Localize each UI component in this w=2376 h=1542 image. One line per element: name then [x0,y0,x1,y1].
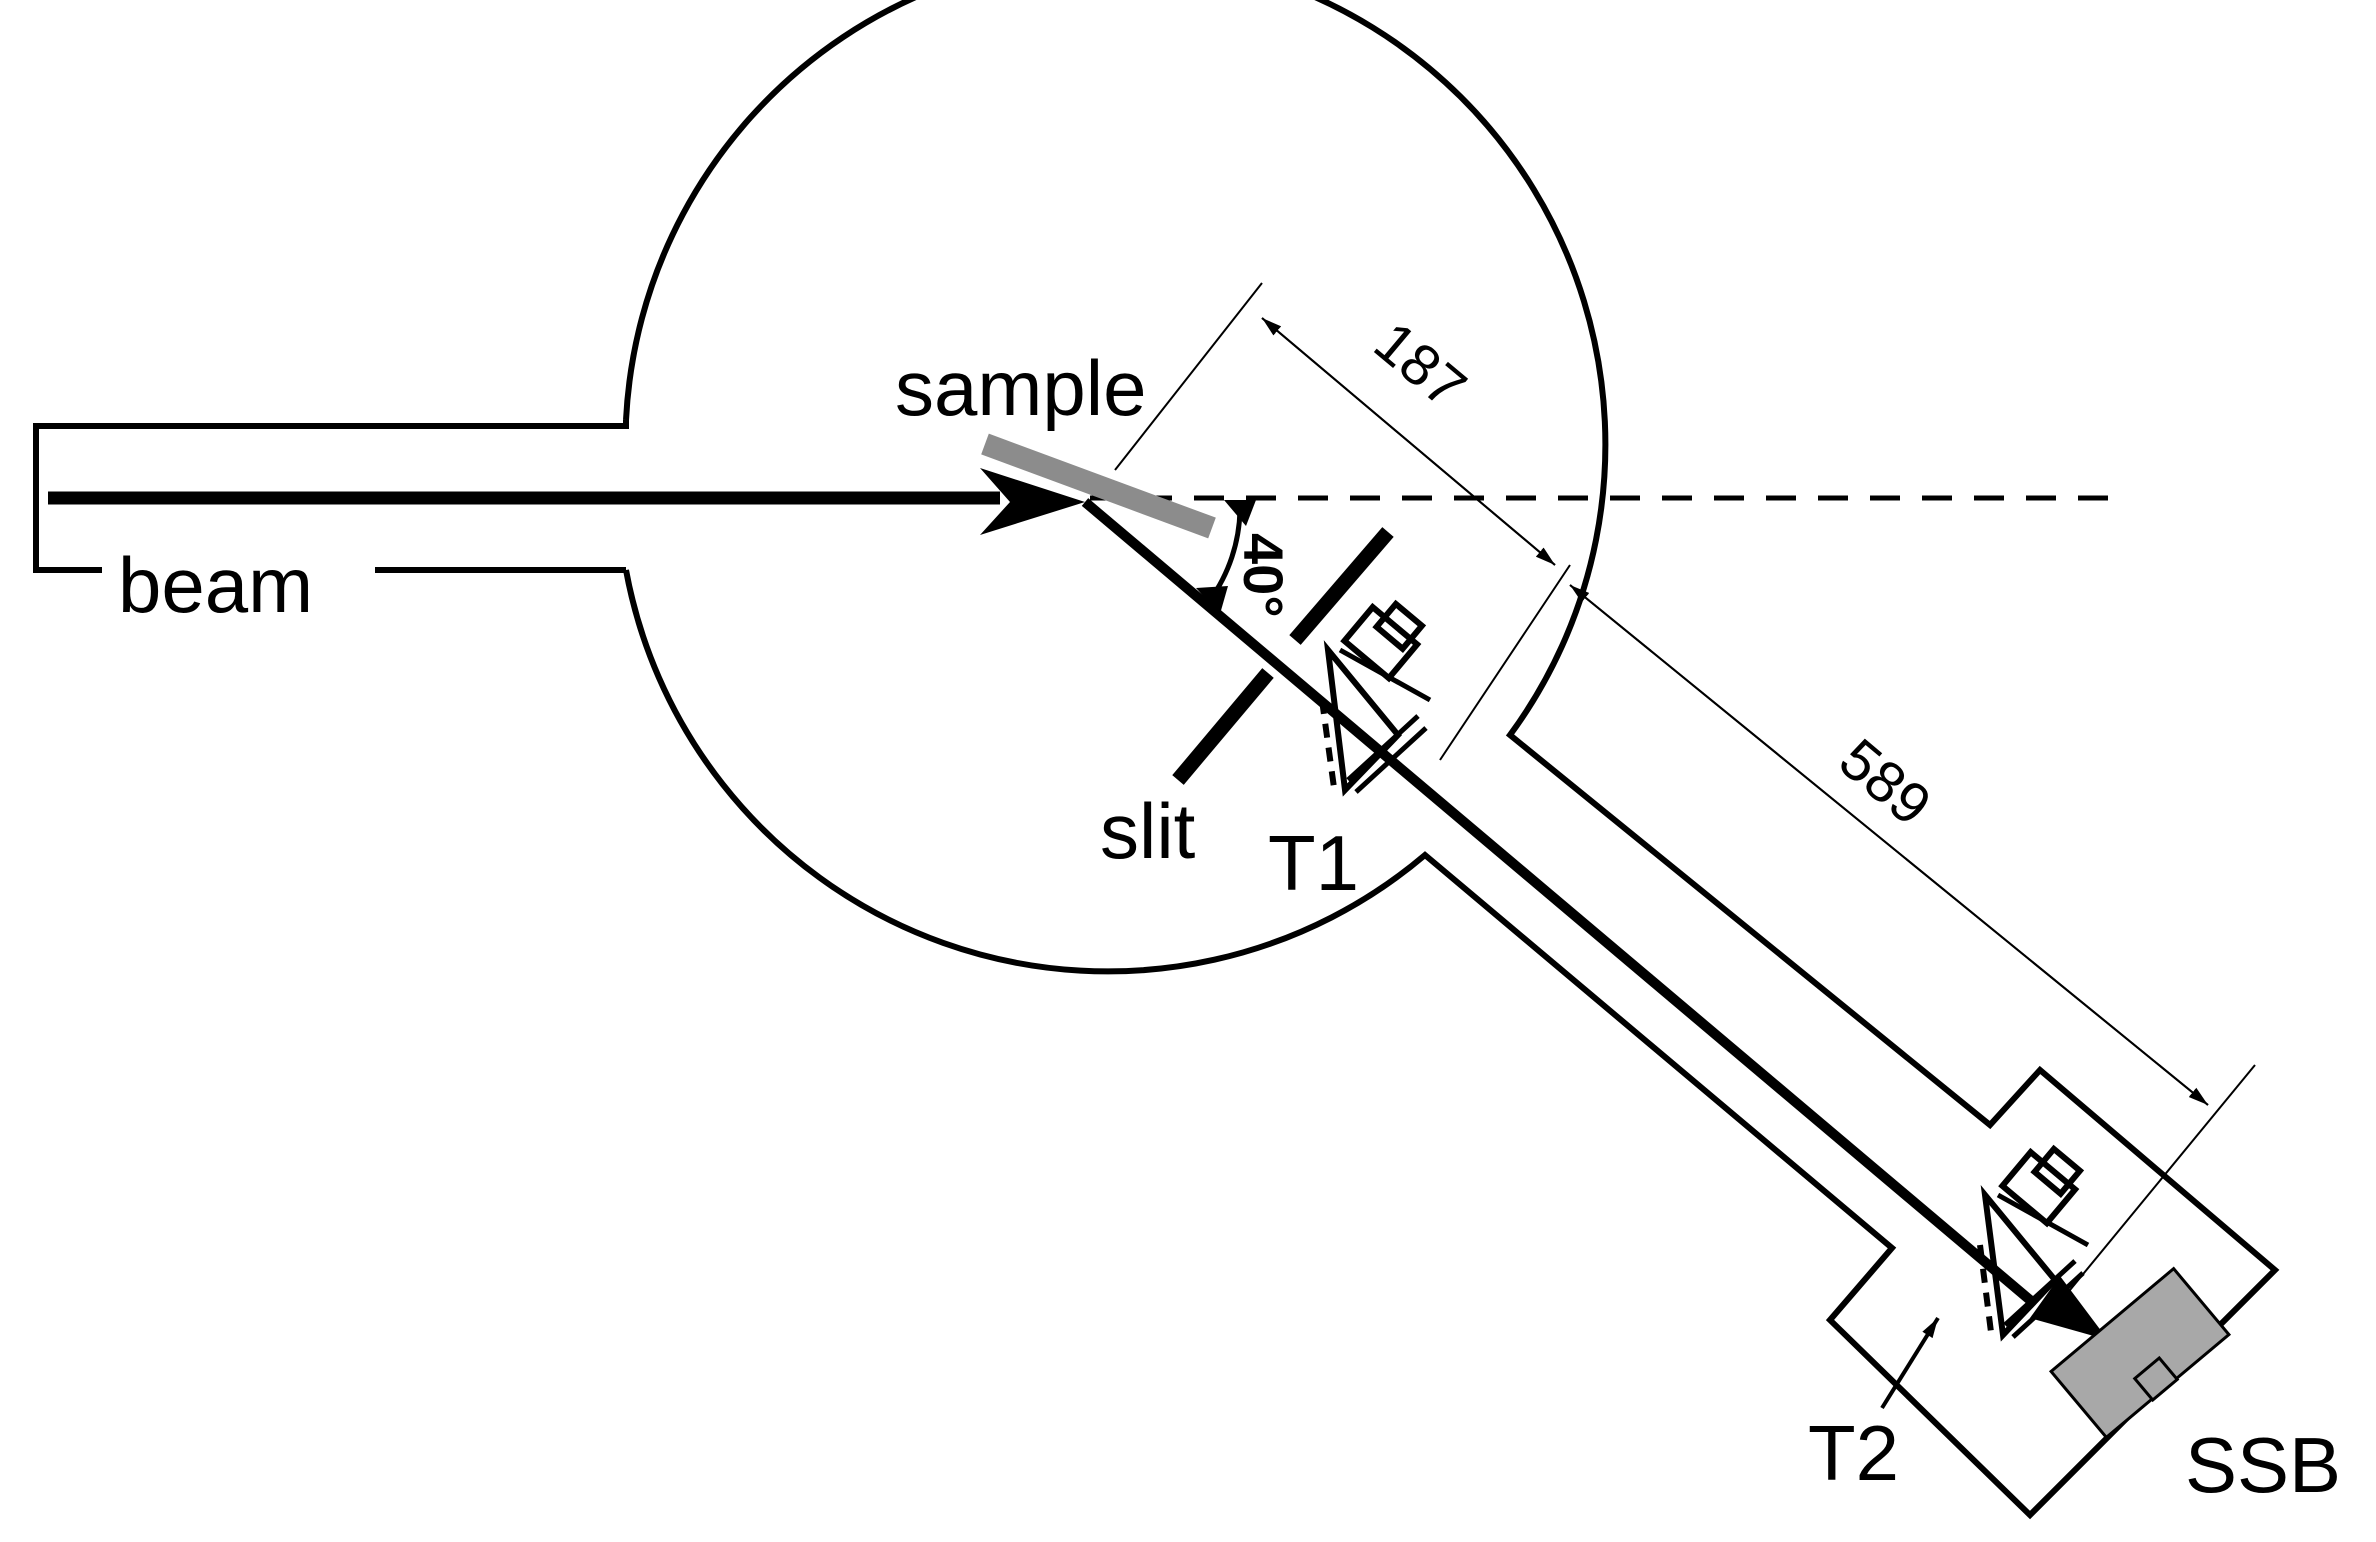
t1-plate-2 [1354,726,1428,794]
t2-holder-bar [1996,1192,2090,1248]
t1-holder-bar [1338,647,1432,703]
slit-upper-bar [1289,527,1394,645]
label-slit: slit [1100,787,1196,875]
slit-lower-bar [1172,668,1274,785]
label-angle: 40° [1232,533,1295,618]
scattered-beam [1081,498,2034,1304]
t2-plate [2003,1259,2077,1327]
t2-target-triangle [1980,1185,2059,1342]
sample-plate [981,433,1216,539]
label-beam: beam [118,541,313,629]
t2-pointer-arrow [1880,1316,1940,1410]
dim-589-extension-bottom [2069,1064,2256,1291]
dim-187-line-reverse [1261,317,1556,566]
dim-187-extension-bottom [1439,564,1571,761]
angle-arrow-bottom [1196,586,1228,614]
t2-holder-box [1998,1147,2080,1228]
scattered-beam-arrowhead [2030,1276,2108,1340]
ssb-detector-connector [2132,1355,2180,1403]
label-ssb: SSB [2185,1421,2341,1509]
t1-plate [1346,714,1420,782]
beam-pipe-outline [33,420,629,573]
angle-arrow-top [1224,500,1256,526]
ssb-detector [2048,1266,2232,1440]
t1-dashed-edge [1319,699,1338,796]
dim-589-line-reverse [1569,584,2209,1106]
t2-holder-small-box [2030,1144,2085,1199]
dim-187-extension-top [1114,282,1263,471]
t1-holder-box [1340,602,1422,683]
t1-holder-small-box [1372,599,1427,654]
t2-dashed-edge [1977,1244,1995,1341]
t1-target-triangle [1323,640,1403,797]
label-t1: T1 [1268,819,1359,907]
incident-beam-arrowhead [980,468,1085,535]
t2-plate-2 [2011,1271,2085,1339]
label-dim-589: 589 [1827,726,1943,838]
label-t2: T2 [1808,1409,1899,1497]
label-sample: sample [895,344,1146,432]
chamber-outline [623,0,2280,1520]
label-dim-187: 187 [1362,309,1478,421]
